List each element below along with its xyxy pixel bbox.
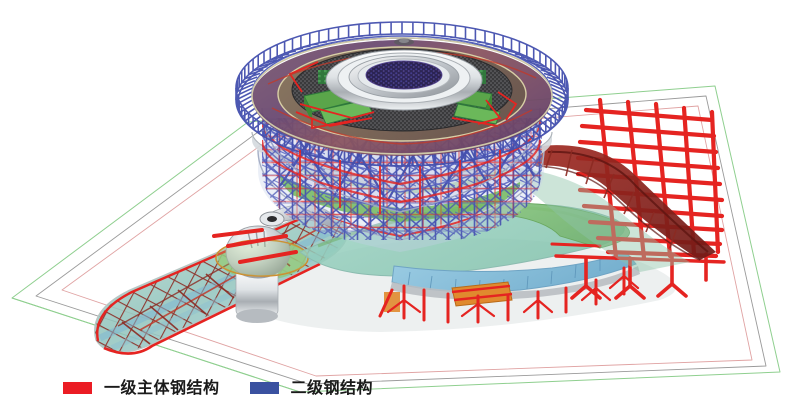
legend: 一级主体钢结构 二级钢结构 bbox=[0, 368, 800, 408]
legend-label-primary: 一级主体钢结构 bbox=[104, 378, 220, 397]
ramp-arm bbox=[512, 145, 716, 272]
legend-label-secondary: 二级钢结构 bbox=[290, 378, 374, 397]
primary-steel-swatch bbox=[63, 382, 92, 394]
site-boundary bbox=[11, 85, 781, 393]
roof-red-frames bbox=[267, 51, 537, 145]
secondary-steel-swatch bbox=[249, 382, 279, 394]
legend-item-secondary: 二级钢结构 bbox=[249, 378, 374, 397]
roof-oculus bbox=[325, 38, 483, 111]
bowl-red-verticals bbox=[299, 150, 501, 214]
roof-disc bbox=[235, 21, 569, 167]
legend-item-primary: 一级主体钢结构 bbox=[63, 380, 220, 396]
primary-columns bbox=[212, 228, 640, 324]
